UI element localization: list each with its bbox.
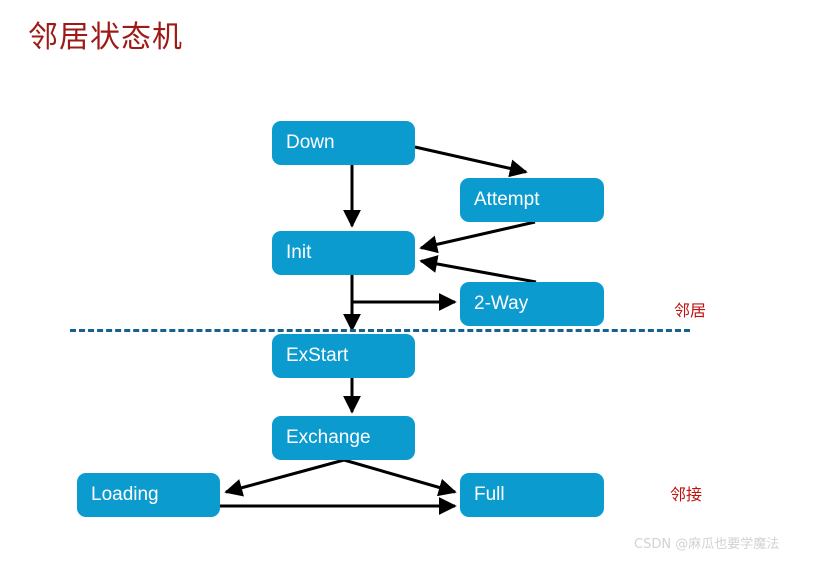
state-node-label: Loading [91,484,159,505]
edge-down-to-attempt [414,145,528,178]
edge-exchange-to-full [343,458,457,497]
state-node-label: Full [474,484,505,505]
state-node-down[interactable]: Down [272,121,415,165]
state-node-init[interactable]: Init [272,231,415,275]
page-title: 邻居状态机 [28,20,183,55]
csdn-watermark: CSDN @麻瓜也要学魔法 [634,537,780,552]
edge-attempt-to-init [419,220,536,254]
state-node-label: Exchange [286,427,371,448]
state-node-loading[interactable]: Loading [77,473,220,517]
state-node-label: Down [286,132,335,153]
edge-2way-to-init [419,255,537,284]
neighbor-adjacency-divider [70,329,690,332]
state-node-attempt[interactable]: Attempt [460,178,604,222]
state-node-full[interactable]: Full [460,473,604,517]
state-node-label: Attempt [474,189,540,210]
state-node-label: ExStart [286,345,349,366]
zone-label-neighbor: 邻居 [674,301,707,320]
state-node-label: Init [286,242,312,263]
state-node-label: 2-Way [474,293,529,314]
edge-exchange-to-loading [224,458,345,497]
zone-label-adjacency: 邻接 [670,485,703,504]
state-node-exstart[interactable]: ExStart [272,334,415,378]
state-node-2way[interactable]: 2-Way [460,282,604,326]
state-node-exchange[interactable]: Exchange [272,416,415,460]
